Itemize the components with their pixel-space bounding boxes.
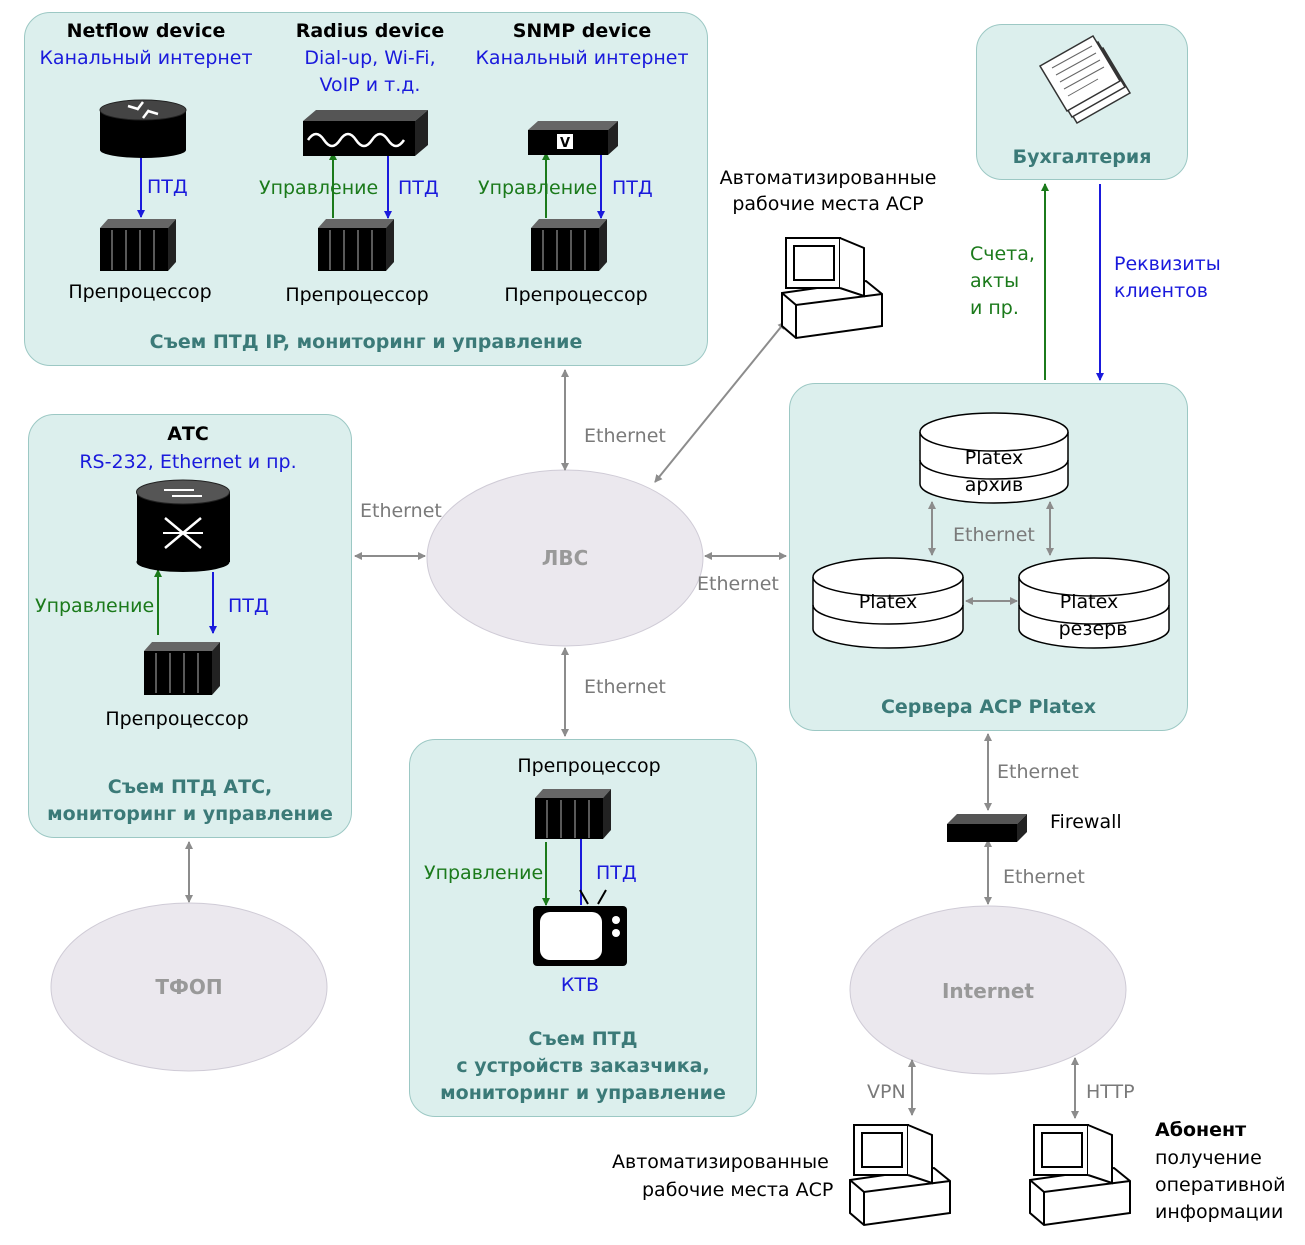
db-main-label: Platex [858,591,918,613]
workstations-label-line2: рабочие места АСР [642,1179,834,1201]
accounting-title: Бухгалтерия [1012,146,1152,168]
preprocessor-icon [100,219,176,271]
radius-device-sub1: Dial-up, Wi-Fi, [304,47,436,69]
invoices-label-line1: Счета, [970,243,1035,265]
database-main-icon [812,557,964,649]
internet-cloud-label: Internet [941,979,1035,1003]
radius-device-label: Radius device [295,20,445,42]
subscriber-info-line3: информации [1155,1201,1284,1223]
ethernet-label: Ethernet [584,425,666,447]
database-archive-icon [919,412,1069,504]
ethernet-label: Ethernet [584,676,666,698]
preprocessor-icon [144,642,220,695]
exchange-icon [136,479,230,572]
pstn-cloud-label: ТФОП [155,975,223,999]
db-reserve-label2: резерв [1058,618,1128,640]
ethernet-label: Ethernet [1003,866,1085,888]
http-label: HTTP [1086,1081,1135,1103]
vpn-label: VPN [867,1081,906,1103]
snmp-device-sub: Канальный интернет [475,47,689,69]
computer-icon [781,237,883,340]
servers-group-title: Сервера АСР Platex [880,696,1097,718]
control-label: Управление [478,177,598,199]
atc-label: АТС [167,423,209,445]
preprocessor-icon [531,219,607,271]
lan-cloud-label: ЛВС [541,546,589,570]
firewall-icon [947,814,1027,842]
atc-sub: RS-232, Ethernet и пр. [79,451,297,473]
modem-icon [303,110,428,156]
db-archive-label1: Platex [964,447,1024,469]
preprocessor-icon [535,789,611,839]
switch-icon: V [528,121,618,155]
ethernet-label: Ethernet [953,524,1035,546]
ktv-label: КТВ [560,974,600,996]
requisites-label-line2: клиентов [1114,280,1208,302]
router-icon [99,99,187,158]
database-reserve-icon [1018,557,1170,649]
ethernet-label: Ethernet [997,761,1079,783]
requisites-label-line1: Реквизиты [1114,253,1221,275]
ptd-label: ПТД [596,862,637,884]
ktv-group-title-line1: Съем ПТД [528,1028,638,1050]
ktv-group-title-line3: мониторинг и управление [440,1082,726,1104]
svg-text:V: V [560,136,570,151]
link-arm-lan [654,321,786,483]
preprocessor-label: Препроцессор [504,284,648,306]
pstn-cloud [50,902,328,1072]
documents-icon [1038,34,1132,125]
workstations-label-line1: Автоматизированные [612,1151,829,1173]
ptd-label: ПТД [398,177,439,199]
ptd-label: ПТД [147,176,188,198]
preprocessor-label: Препроцессор [105,708,249,730]
ptd-label: ПТД [228,595,269,617]
computer-icon [1029,1124,1131,1227]
ethernet-label: Ethernet [360,500,442,522]
control-label: Управление [35,595,155,617]
radius-device-sub2: VoIP и т.д. [319,74,421,96]
workstations-label-line2: рабочие места АСР [732,193,924,215]
ktv-group-title-line2: с устройств заказчика, [456,1055,710,1077]
subscriber-info-line2: оперативной [1155,1174,1286,1196]
preprocessor-label: Препроцессор [517,755,661,777]
preprocessor-label: Препроцессор [68,281,212,303]
ip-group-box [24,12,708,366]
snmp-device-label: SNMP device [512,20,652,42]
ptd-label: ПТД [612,177,653,199]
preprocessor-icon [318,219,394,271]
subscriber-info-line1: получение [1155,1147,1262,1169]
preprocessor-label: Препроцессор [285,284,429,306]
netflow-device-sub: Канальный интернет [39,47,253,69]
ethernet-label: Ethernet [697,573,779,595]
invoices-label-line3: и пр. [970,297,1019,319]
computer-icon [849,1124,951,1227]
invoices-label-line2: акты [970,270,1020,292]
control-label: Управление [259,177,379,199]
workstations-label-line1: Автоматизированные [719,167,937,189]
subscriber-label: Абонент [1155,1119,1247,1141]
db-reserve-label1: Platex [1059,591,1119,613]
atc-group-title-line2: мониторинг и управление [47,803,333,825]
netflow-device-label: Netflow device [66,20,226,42]
control-label: Управление [424,862,544,884]
ip-group-title: Съем ПТД IP, мониторинг и управление [149,331,583,353]
firewall-label: Firewall [1050,811,1122,833]
internet-cloud [849,905,1127,1075]
tv-icon [533,889,627,966]
atc-group-title-line1: Съем ПТД АТС, [107,776,273,798]
db-archive-label2: архив [964,474,1024,496]
